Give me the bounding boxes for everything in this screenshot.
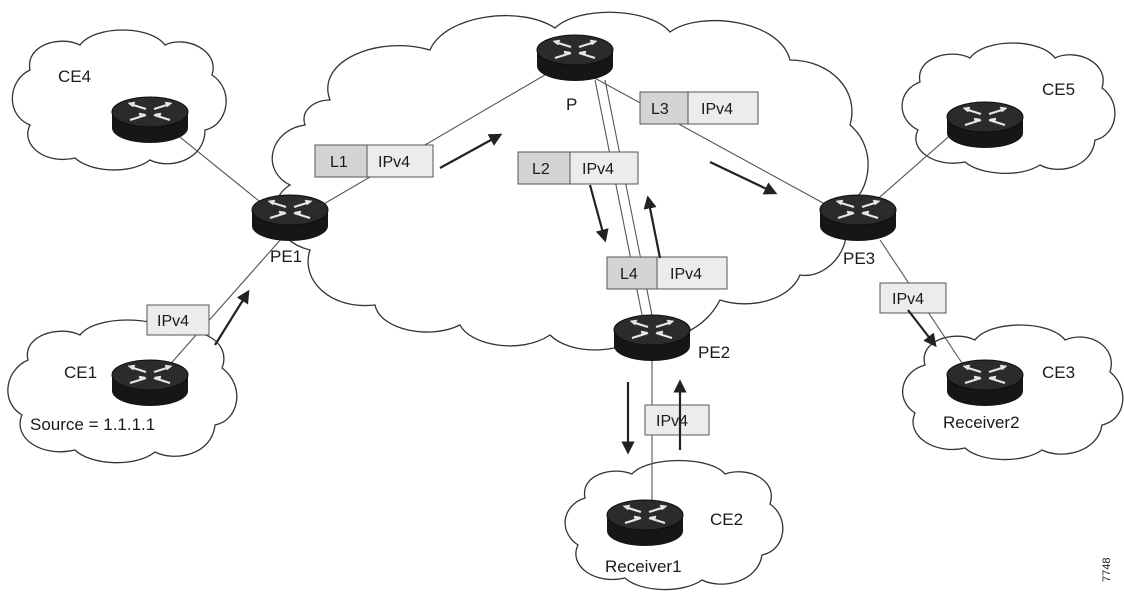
router-icon [945,100,1025,150]
node-label-ce4: CE4 [58,67,91,86]
packet-pe2-ce2: IPv4 [644,404,710,436]
node-label-ce3: CE3 [1042,363,1075,382]
arrow-icon [588,184,609,243]
arrow-icon [907,309,937,348]
router-icon [612,313,692,363]
packet-payload: IPv4 [378,154,410,171]
arrow-icon [439,133,503,169]
node-label-ce5: CE5 [1042,80,1075,99]
router-icon [945,358,1025,408]
packet-payload: IPv4 [701,101,733,118]
node-label-p: P [566,95,577,114]
link-p-pe3 [579,69,846,216]
link-pe1-ce1 [157,237,283,379]
packet-l4: L4 IPv4 [606,256,728,290]
packet-label: L1 [330,154,348,171]
arrow-icon [643,195,662,259]
packet-payload: IPv4 [892,291,924,308]
node-label-pe3: PE3 [843,249,875,268]
receiver1-caption: Receiver1 [605,557,682,576]
arrow-icon [709,161,778,195]
packet-payload: IPv4 [582,161,614,178]
packet-label: L4 [620,266,638,283]
source-caption: Source = 1.1.1.1 [30,415,155,434]
packet-l1: L1 IPv4 [314,144,434,178]
router-icon [110,95,190,145]
packet-ce1-pe1: IPv4 [146,304,210,336]
node-label-pe2: PE2 [698,343,730,362]
packet-l3: L3 IPv4 [639,91,759,125]
arrow-icon [214,289,250,346]
router-icon [250,193,330,243]
packet-label: L2 [532,161,550,178]
packet-payload: IPv4 [670,266,702,283]
packet-payload: IPv4 [157,313,189,330]
packet-pe3-ce3: IPv4 [879,282,947,314]
node-label-pe1: PE1 [270,247,302,266]
receiver2-caption: Receiver2 [943,413,1020,432]
router-icon [535,33,615,83]
link-pe1-p [309,71,551,213]
packet-payload: IPv4 [656,413,688,430]
node-label-ce1: CE1 [64,363,97,382]
router-icon [818,193,898,243]
node-label-ce2: CE2 [710,510,743,529]
router-icon [110,358,190,408]
figure-id: 7748 [1101,558,1113,582]
router-icon [605,498,685,548]
packet-label: L3 [651,101,669,118]
packet-l2: L2 IPv4 [517,151,639,185]
